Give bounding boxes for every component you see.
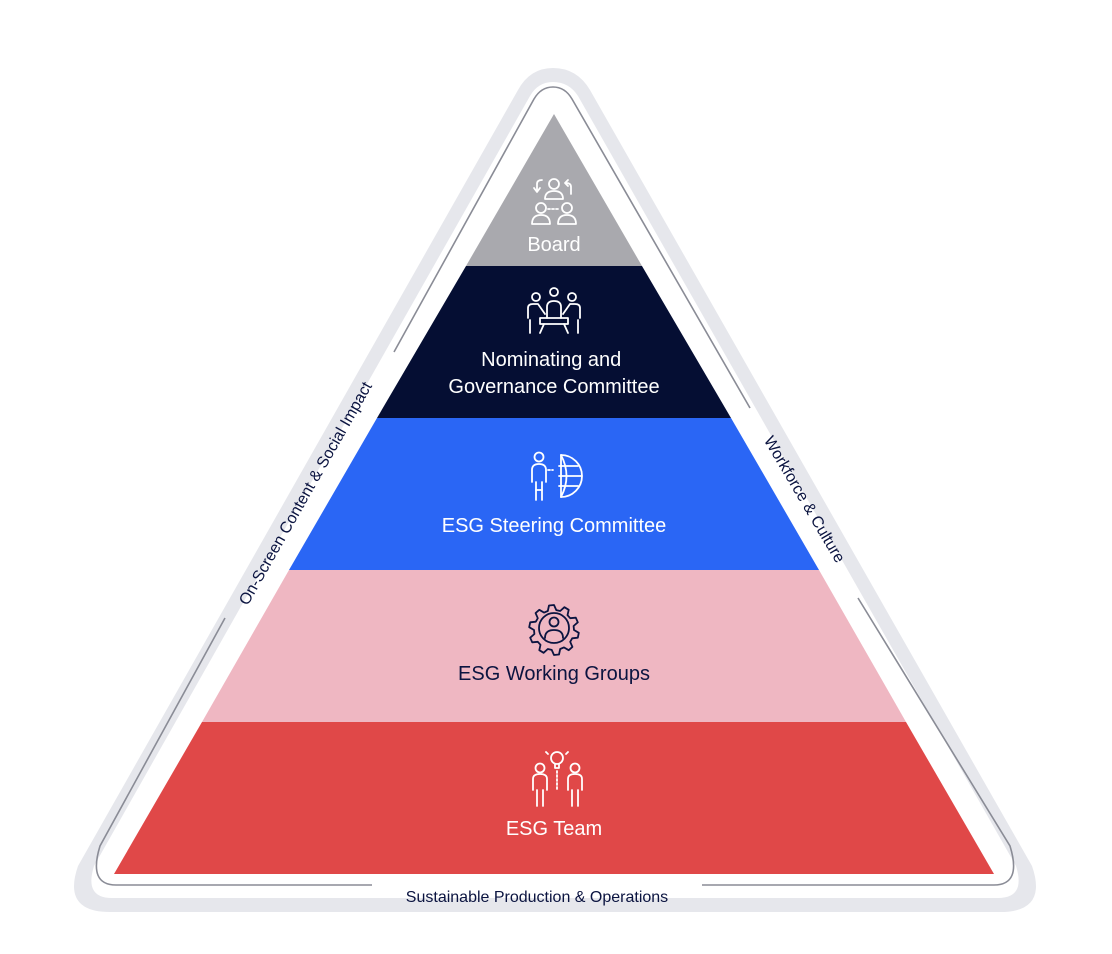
tier-label-nominating-line-2: Governance Committee [448, 376, 659, 398]
side-label-bottom: Sustainable Production & Operations [406, 889, 668, 906]
tier-label-esg-team-line: ESG Team [506, 818, 602, 840]
tier-esg-steering-committee [289, 418, 819, 570]
tier-label-esg-team: ESG Team [506, 818, 602, 840]
tier-board [466, 114, 642, 266]
frame-line-left-lower [95, 617, 372, 886]
frame-line-right-lower [702, 597, 1015, 886]
tier-label-board: Board [527, 234, 580, 256]
tier-label-board-line: Board [527, 234, 580, 256]
gear-person-icon [528, 604, 580, 656]
board-rotation-people-icon [531, 178, 577, 225]
person-globe-icon [531, 451, 583, 501]
frame-line-right-upper [552, 86, 751, 409]
tier-label-steering-line: ESG Steering Committee [442, 515, 667, 537]
tier-label-working-groups: ESG Working Groups [458, 663, 650, 685]
tier-nominating-governance [377, 266, 731, 418]
tier-esg-working-groups [202, 570, 906, 722]
frame-line-left-upper [393, 86, 554, 353]
tier-label-working-groups-line: ESG Working Groups [458, 663, 650, 685]
tier-esg-team [114, 722, 994, 874]
tier-label-nominating: Nominating and Governance Committee [448, 349, 659, 398]
team-idea-icon [532, 751, 583, 807]
tier-label-steering: ESG Steering Committee [442, 515, 667, 537]
tier-label-nominating-line-1: Nominating and [481, 349, 621, 371]
meeting-table-icon [527, 287, 581, 334]
